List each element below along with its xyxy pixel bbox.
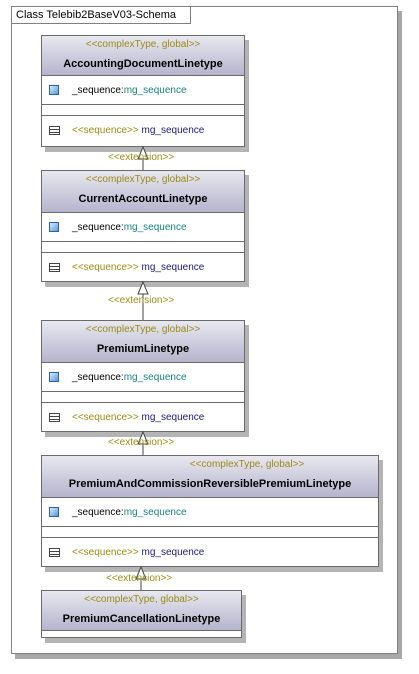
class-header: <<complexType, global>> CurrentAccountLi… [42,171,244,213]
operation-name: mg_sequence [141,412,205,423]
sequence-icon [49,548,60,557]
class-name: AccountingDocumentLinetype [63,58,223,70]
class-stereotype: <<complexType, global>> [84,594,199,605]
attribute-name: _sequence: [72,372,124,383]
operation-row[interactable]: <<sequence>> mg_sequence [42,538,378,567]
class-box-premium-cancellation-linetype[interactable]: <<complexType, global>> PremiumCancellat… [41,590,242,638]
attribute-icon [49,85,59,95]
operation-stereotype: <<sequence>> [72,547,139,558]
extension-label: <<extension>> [106,573,173,584]
class-header: <<complexType, global>> PremiumLinetype [42,321,244,363]
class-box-premium-linetype[interactable]: <<complexType, global>> PremiumLinetype … [41,320,245,432]
class-header: <<complexType, global>> PremiumAndCommis… [42,456,378,498]
attribute-icon [49,507,59,517]
operation-stereotype: <<sequence>> [72,262,139,273]
attribute-name: _sequence: [72,85,124,96]
attribute-row[interactable]: _sequence:mg_sequence [42,213,244,242]
operation-row[interactable]: <<sequence>> mg_sequence [42,403,244,432]
class-stereotype: <<complexType, global>> [85,174,201,185]
class-name: PremiumAndCommissionReversiblePremiumLin… [68,478,352,490]
class-box-current-account-linetype[interactable]: <<complexType, global>> CurrentAccountLi… [41,170,245,282]
class-name: PremiumCancellationLinetype [62,613,221,625]
generalization-arrow [137,145,149,160]
class-stereotype: <<complexType, global>> [85,324,201,335]
extension-label: <<extension>> [108,437,175,448]
operation-name: mg_sequence [141,262,205,273]
class-stereotype: <<complexType, global>> [85,39,201,50]
empty-compartment [42,105,244,116]
diagram-title: Class Telebib2BaseV03-Schema [12,7,191,24]
extension-label: <<extension>> [108,295,175,306]
class-box-accounting-document-linetype[interactable]: <<complexType, global>> AccountingDocume… [41,35,245,147]
class-name: CurrentAccountLinetype [78,193,208,205]
operation-row[interactable]: <<sequence>> mg_sequence [42,116,244,145]
class-header: <<complexType, global>> PremiumCancellat… [42,591,241,631]
sequence-icon [49,413,60,422]
generalization-arrow [135,565,147,580]
operation-row[interactable]: <<sequence>> mg_sequence [42,253,244,282]
generalization-arrow [137,280,149,295]
operation-stereotype: <<sequence>> [72,412,139,423]
attribute-name: _sequence: [72,507,124,518]
operation-name: mg_sequence [141,547,205,558]
attribute-type: mg_sequence [123,85,187,96]
attribute-type: mg_sequence [123,222,187,233]
attribute-row[interactable]: _sequence:mg_sequence [42,363,244,392]
operation-stereotype: <<sequence>> [72,125,139,136]
empty-compartment [42,527,378,538]
class-stereotype: <<complexType, global>> [189,459,305,470]
attribute-icon [49,372,59,382]
sequence-icon [49,126,60,135]
attribute-row[interactable]: _sequence:mg_sequence [42,498,378,527]
generalization-arrow [137,430,149,445]
attribute-row[interactable]: _sequence:mg_sequence [42,76,244,105]
class-name: PremiumLinetype [96,343,190,355]
attribute-name: _sequence: [72,222,124,233]
empty-compartment [42,392,244,403]
attribute-icon [49,222,59,232]
class-header: <<complexType, global>> AccountingDocume… [42,36,244,76]
extension-label: <<extension>> [108,152,175,163]
sequence-icon [49,263,60,272]
empty-compartment [42,242,244,253]
class-box-premium-and-commission-reversible-premium-linetype[interactable]: <<complexType, global>> PremiumAndCommis… [41,455,379,567]
attribute-type: mg_sequence [123,507,187,518]
operation-name: mg_sequence [141,125,205,136]
attribute-type: mg_sequence [123,372,187,383]
